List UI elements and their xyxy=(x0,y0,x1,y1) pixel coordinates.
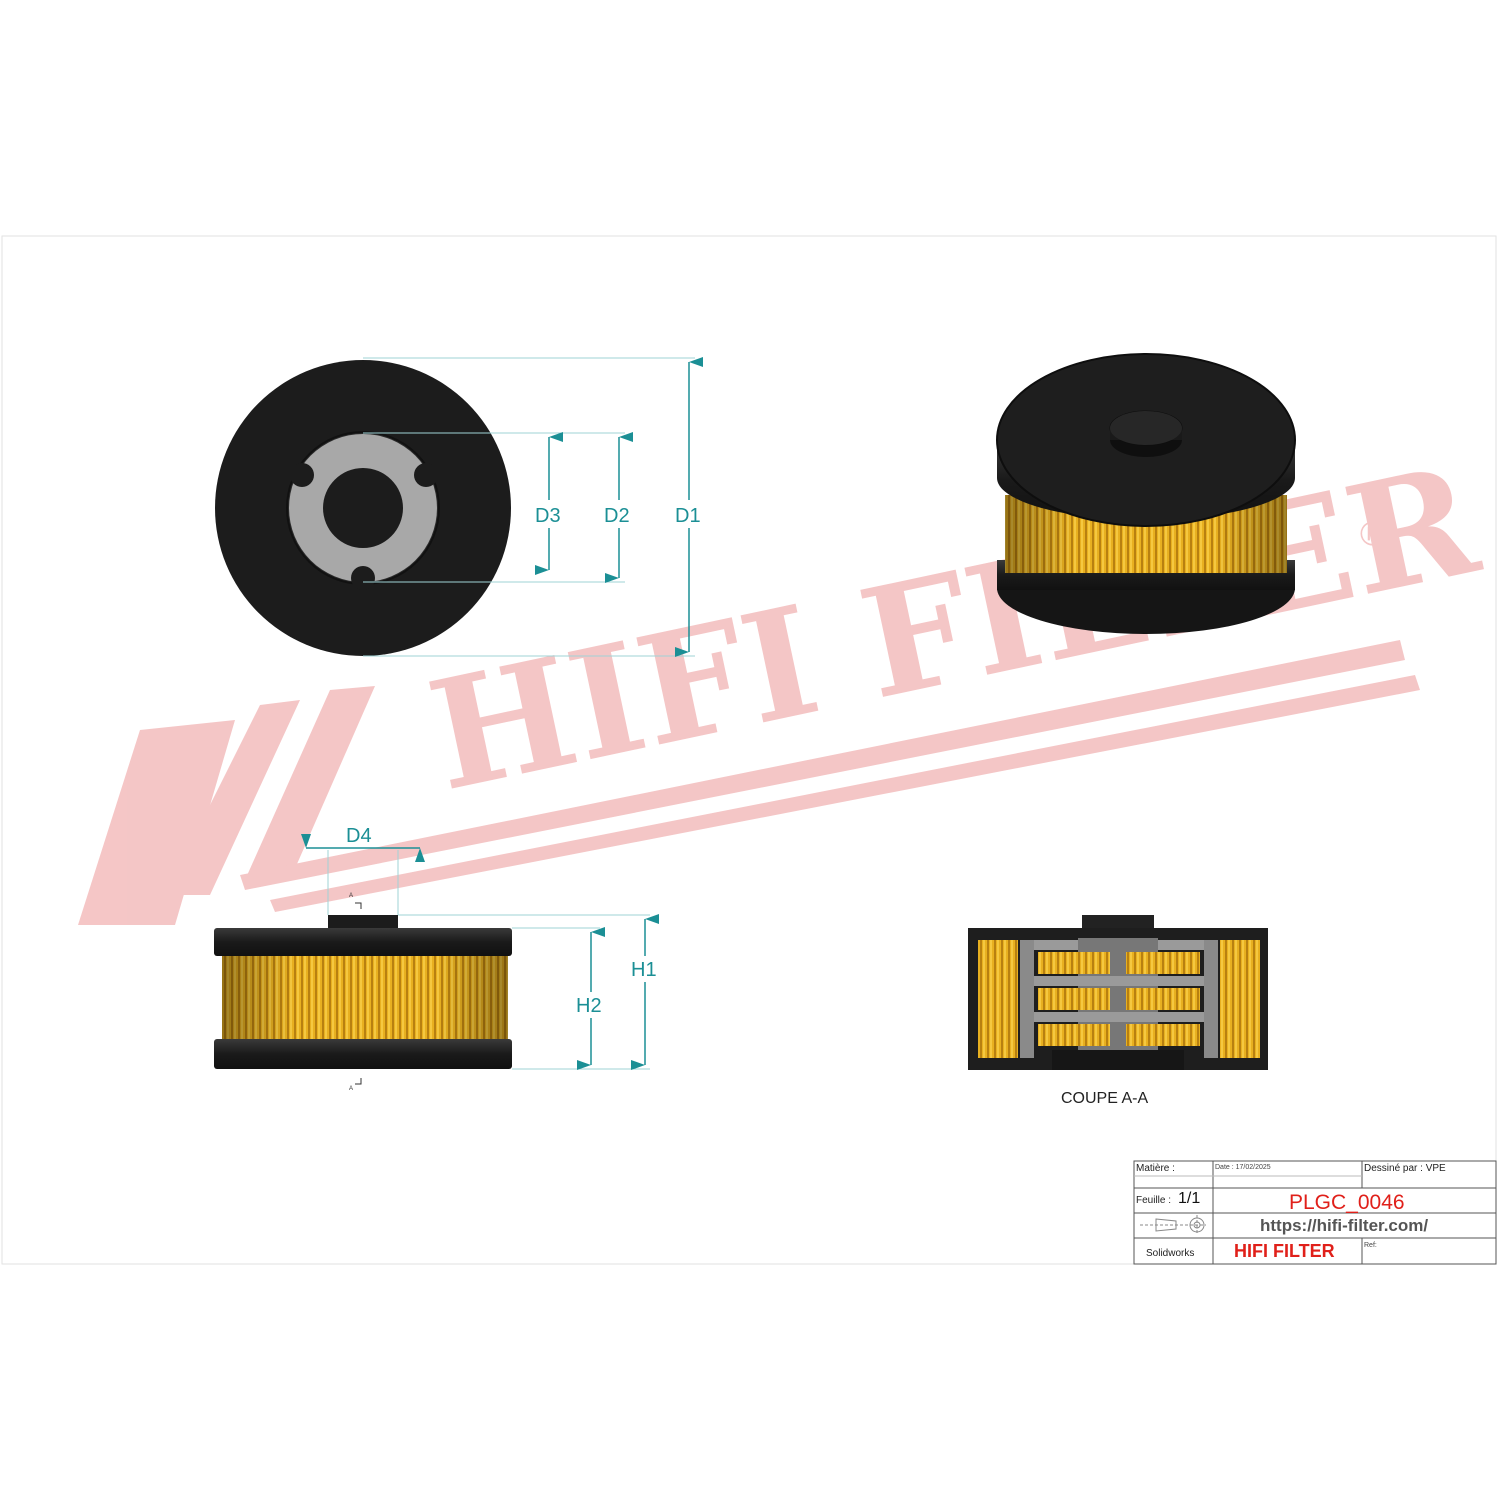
side-view-top-cap xyxy=(214,928,512,956)
sheet-border xyxy=(1,235,1497,1265)
section-right-media xyxy=(1220,940,1260,1058)
d1-label: D1 xyxy=(675,505,701,527)
title-block-part-code: PLGC_0046 xyxy=(1289,1191,1405,1214)
d3-label: D3 xyxy=(535,505,561,527)
top-view-notch-left xyxy=(290,463,314,487)
isometric-view xyxy=(996,353,1296,634)
section-marker-bottom: A xyxy=(349,1086,353,1092)
section-inner-media-3 xyxy=(1038,988,1110,1010)
title-block-date: Date : 17/02/2025 xyxy=(1215,1164,1271,1171)
title-block-ref-label: Ref: xyxy=(1364,1242,1377,1249)
section-left-media xyxy=(978,940,1018,1058)
section-marker-bottom-arrow xyxy=(355,1078,362,1085)
side-view-bottom-cap xyxy=(214,1039,512,1069)
section-inner-media-2 xyxy=(1126,952,1200,974)
watermark-swoosh-2 xyxy=(270,675,1420,912)
section-inner-media-4 xyxy=(1126,988,1200,1010)
title-block-url: https://hifi-filter.com/ xyxy=(1260,1216,1428,1235)
section-inner-media-1 xyxy=(1038,952,1110,974)
section-marker-top: A xyxy=(349,893,353,899)
h2-label: H2 xyxy=(576,995,602,1017)
side-view-boss xyxy=(328,915,398,929)
section-right-wall xyxy=(1204,940,1218,1058)
watermark-stripe-3 xyxy=(245,686,375,880)
title-block xyxy=(1133,1160,1497,1265)
title-block-brand: HIFI FILTER xyxy=(1234,1241,1335,1261)
top-view-notch-right xyxy=(414,463,438,487)
top-view-dimensions xyxy=(363,357,695,657)
section-boss xyxy=(1082,915,1154,931)
title-block-software: Solidworks xyxy=(1146,1248,1194,1259)
side-view: A A xyxy=(214,893,512,1092)
h1-label: H1 xyxy=(631,959,657,981)
d4-label: D4 xyxy=(346,825,372,847)
section-inner-media-6 xyxy=(1126,1024,1200,1046)
d2-label: D2 xyxy=(604,505,630,527)
top-view-center-hole xyxy=(323,468,403,548)
watermark-swoosh-1 xyxy=(240,640,1405,890)
section-inner-media-5 xyxy=(1038,1024,1110,1046)
title-block-drawn-by: Dessiné par : VPE xyxy=(1364,1163,1446,1174)
watermark-stripe-1 xyxy=(78,720,235,925)
section-bottom-opening xyxy=(1052,1050,1184,1070)
section-marker-top-arrow xyxy=(355,902,362,909)
watermark-stripe-2 xyxy=(165,700,300,895)
top-view-notch-bottom xyxy=(351,566,375,590)
section-view xyxy=(968,915,1268,1070)
projection-symbol-icon xyxy=(1140,1215,1206,1235)
title-block-sheet-label: Feuille : xyxy=(1136,1195,1171,1206)
top-view xyxy=(215,360,511,656)
watermark-registered-mark: ® xyxy=(1360,515,1385,553)
section-title: COUPE A-A xyxy=(1061,1090,1148,1107)
title-block-matiere-label: Matière : xyxy=(1136,1163,1175,1174)
title-block-sheet-value: 1/1 xyxy=(1178,1190,1200,1207)
section-left-wall xyxy=(1020,940,1034,1058)
